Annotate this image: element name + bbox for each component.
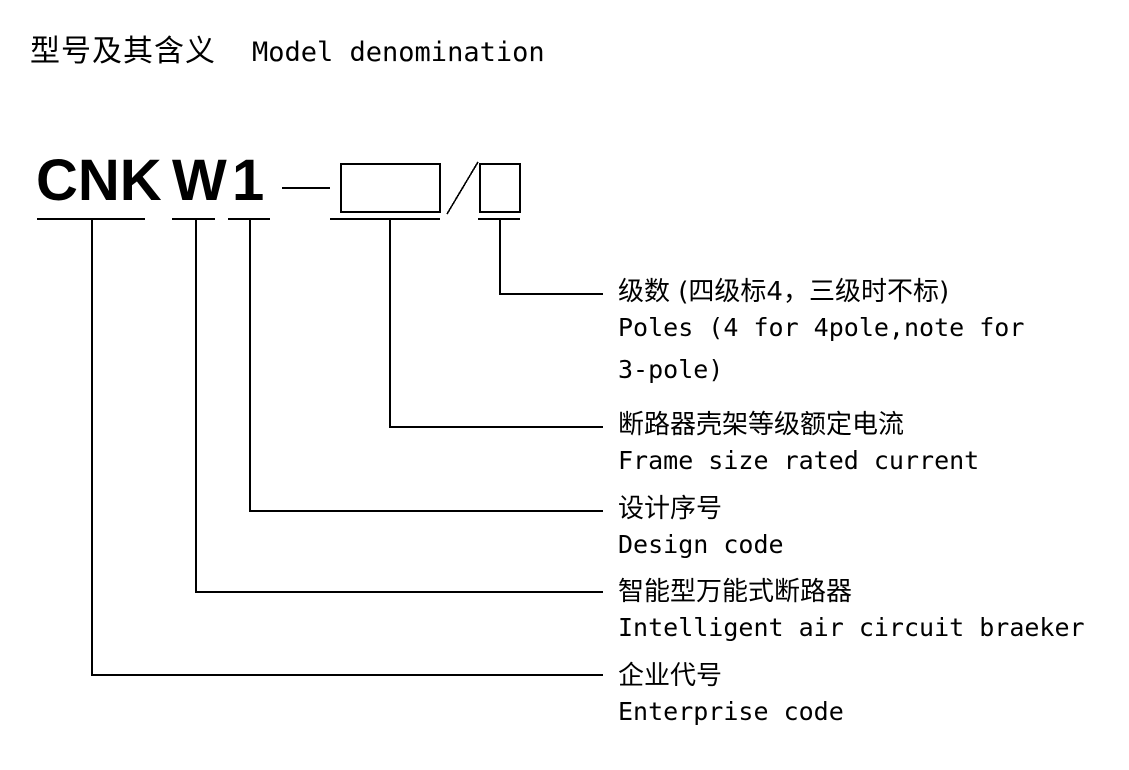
annotation-frame-size-chinese: 断路器壳架等级额定电流 [618, 410, 905, 440]
annotation-poles-english-line1: Poles (4 for 4pole,note for [618, 313, 1025, 342]
annotation-design-code-chinese: 设计序号 [618, 494, 723, 524]
page-title: 型号及其含义 Model denomination [30, 26, 545, 70]
code-segment-design: 1 [232, 148, 265, 213]
code-slash [446, 161, 479, 215]
annotation-product-type-english: Intelligent air circuit braeker [618, 613, 1085, 642]
leader-frame-size [388, 219, 603, 429]
frame-size-box [339, 162, 442, 214]
page-title-chinese: 型号及其含义 [30, 34, 216, 69]
leader-design-code [248, 219, 603, 513]
annotation-design-code-english: Design code [618, 530, 784, 559]
code-segment-enterprise: CNK [36, 148, 162, 213]
annotation-enterprise-code-chinese: 企业代号 [618, 661, 723, 691]
poles-box [478, 162, 522, 214]
annotation-enterprise-code-english: Enterprise code [618, 697, 844, 726]
code-segment-product: W [172, 148, 227, 213]
leader-poles [498, 219, 603, 296]
page-title-english: Model denomination [252, 37, 545, 68]
annotation-frame-size-english: Frame size rated current [618, 446, 980, 475]
annotation-poles-english-line2: 3-pole) [618, 355, 724, 384]
annotation-product-type-chinese: 智能型万能式断路器 [618, 577, 853, 607]
leader-product-type [194, 219, 603, 594]
annotation-poles-chinese: 级数 (四级标4，三级时不标) [618, 277, 950, 307]
leader-enterprise-code [90, 219, 603, 677]
